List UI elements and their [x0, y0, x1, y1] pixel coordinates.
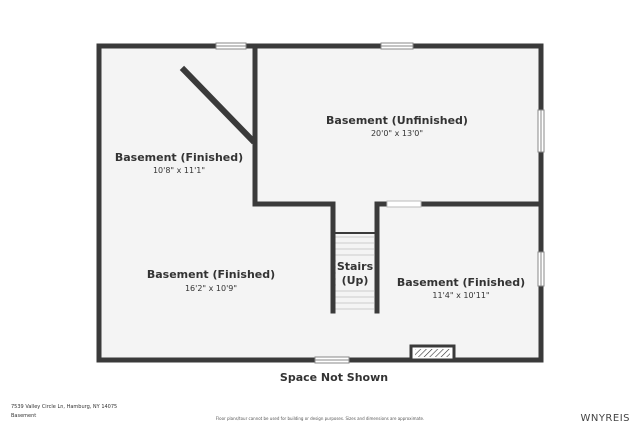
room-dim-finished-lower-right: 11'4" x 10'11"	[432, 291, 489, 300]
fireplace	[409, 344, 456, 362]
footer-address: 7539 Valley Circle Ln, Hamburg, NY 14075	[11, 404, 117, 410]
stairs-label-line2: (Up)	[342, 274, 369, 287]
footer-disclaimer: Floor plans/tour cannot be used for buil…	[216, 416, 425, 421]
brand-logo: WNYREIS	[580, 413, 630, 424]
space-not-shown-label: Space Not Shown	[280, 371, 388, 384]
room-dim-finished-lower-left: 16'2" x 10'9"	[185, 284, 237, 293]
stairs-label-bg	[336, 257, 374, 287]
room-name-finished-upper-left: Basement (Finished)	[115, 151, 243, 164]
windows	[215, 42, 545, 364]
footer-level: Basement	[11, 413, 36, 419]
opening-interior	[386, 200, 422, 208]
room-name-finished-lower-left: Basement (Finished)	[147, 268, 275, 281]
stairs-label-line1: Stairs	[337, 260, 374, 273]
room-dim-finished-upper-left: 10'8" x 11'1"	[153, 166, 205, 175]
room-name-unfinished: Basement (Unfinished)	[326, 114, 468, 127]
walls	[96, 43, 544, 363]
room-name-finished-lower-right: Basement (Finished)	[397, 276, 525, 289]
room-dim-unfinished: 20'0" x 13'0"	[371, 129, 423, 138]
wall-diagonal	[179, 65, 257, 145]
